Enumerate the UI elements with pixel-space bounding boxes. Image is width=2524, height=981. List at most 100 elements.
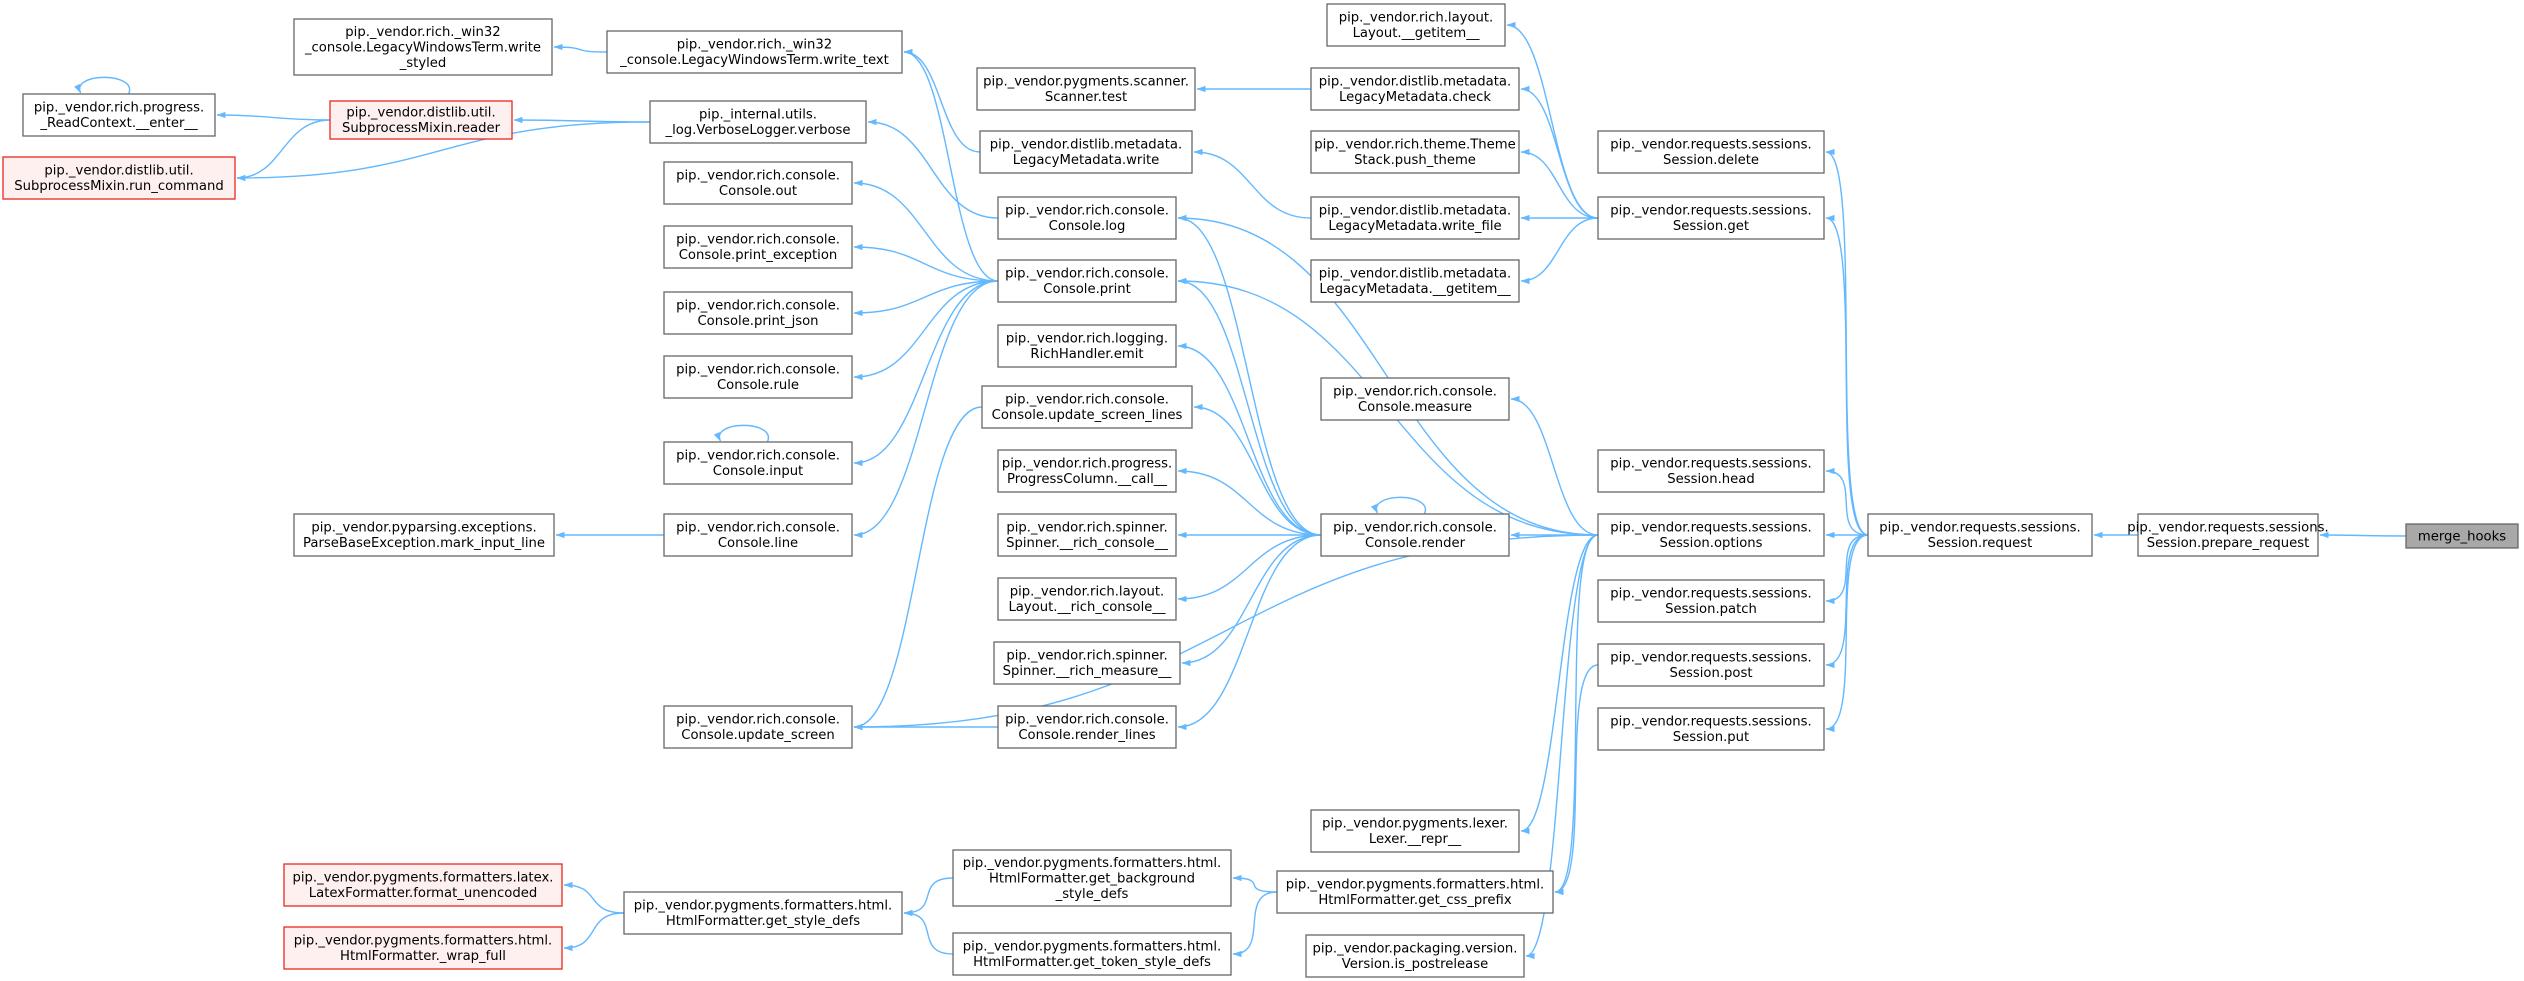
node-get-token-style-defs[interactable]: pip._vendor.pygments.formatters.html.Htm… — [952, 932, 1232, 976]
node-label-line: pip._vendor.pygments.formatters.latex. — [293, 871, 554, 886]
node-layout-getitem[interactable]: pip._vendor.rich.layout.Layout.__getitem… — [1326, 3, 1506, 47]
node-label-line: Layout.__getitem__ — [1353, 26, 1480, 41]
node-options[interactable]: pip._vendor.requests.sessions.Session.op… — [1597, 513, 1825, 557]
node-reader[interactable]: pip._vendor.distlib.util.SubprocessMixin… — [329, 100, 513, 140]
node-label-line: pip._vendor.requests.sessions. — [1610, 204, 1811, 219]
node-wrap-full[interactable]: pip._vendor.pygments.formatters.html.Htm… — [283, 926, 563, 970]
edge-get_style_defs-to-wrap_full — [563, 912, 625, 952]
node-get[interactable]: pip._vendor.requests.sessions.Session.ge… — [1597, 196, 1825, 240]
edge-reader-to-run_command — [236, 119, 331, 182]
node-box — [1867, 513, 2093, 557]
node-console-measure[interactable]: pip._vendor.rich.console.Console.measure — [1320, 377, 1510, 421]
node-prepare-request[interactable]: pip._vendor.requests.sessions.Session.pr… — [2127, 513, 2329, 557]
node-label-line: pip._vendor.rich.spinner. — [1006, 521, 1167, 536]
node-box — [979, 130, 1193, 174]
node-md-write[interactable]: pip._vendor.distlib.metadata.LegacyMetad… — [979, 130, 1193, 174]
edge-options-to-console_measure — [1510, 395, 1599, 536]
node-label-line: HtmlFormatter.get_background — [989, 871, 1195, 886]
node-console-render[interactable]: pip._vendor.rich.console.Console.render — [1320, 513, 1510, 557]
node-update-screen-lines[interactable]: pip._vendor.rich.console.Console.update_… — [981, 385, 1193, 429]
node-box — [997, 513, 1177, 557]
node-label-line: _console.LegacyWindowsTerm.write_text — [619, 53, 889, 68]
node-spinner-rich-measure[interactable]: pip._vendor.rich.spinner.Spinner.__rich_… — [993, 641, 1181, 685]
node-label-line: _ReadContext.__enter__ — [39, 116, 198, 131]
node-box — [952, 932, 1232, 976]
node-label-line: Layout.__rich_console__ — [1008, 600, 1165, 615]
node-md-check[interactable]: pip._vendor.distlib.metadata.LegacyMetad… — [1310, 67, 1520, 111]
node-label-line: pip._vendor.pygments.formatters.html. — [963, 940, 1221, 955]
node-get-style-defs[interactable]: pip._vendor.pygments.formatters.html.Htm… — [623, 891, 903, 935]
node-label-line: pip._vendor.requests.sessions. — [1879, 521, 2080, 536]
node-box — [997, 324, 1177, 368]
node-label-line: Console.render_lines — [1018, 728, 1155, 743]
node-request[interactable]: pip._vendor.requests.sessions.Session.re… — [1867, 513, 2093, 557]
node-box — [2, 156, 236, 200]
node-get-css-prefix[interactable]: pip._vendor.pygments.formatters.html.Htm… — [1276, 870, 1554, 914]
node-latex-format-unencoded[interactable]: pip._vendor.pygments.formatters.latex.La… — [283, 863, 563, 907]
node-box — [1310, 196, 1520, 240]
edge-console_render-to-console_render — [1370, 496, 1427, 515]
node-box — [623, 891, 903, 935]
node-box — [997, 196, 1177, 240]
node-box — [329, 100, 513, 140]
node-console-print[interactable]: pip._vendor.rich.console.Console.print — [997, 259, 1177, 303]
node-label-line: pip._vendor.rich.console. — [1005, 267, 1169, 282]
node-theme-push[interactable]: pip._vendor.rich.theme.ThemeStack.push_t… — [1310, 130, 1520, 174]
node-head[interactable]: pip._vendor.requests.sessions.Session.he… — [1597, 449, 1825, 493]
node-put[interactable]: pip._vendor.requests.sessions.Session.pu… — [1597, 707, 1825, 751]
node-lexer-repr[interactable]: pip._vendor.pygments.lexer.Lexer.__repr_… — [1310, 809, 1520, 853]
edge-console_print-to-console_line — [853, 280, 999, 539]
node-label-line: Console.print — [1043, 282, 1131, 297]
edge-md_write_file-to-md_write — [1193, 148, 1312, 219]
node-label-line: pip._vendor.pygments.formatters.html. — [294, 934, 552, 949]
node-write-styled[interactable]: pip._vendor.rich._win32_console.LegacyWi… — [293, 18, 553, 76]
node-box — [997, 705, 1177, 749]
node-scanner-test[interactable]: pip._vendor.pygments.scanner.Scanner.tes… — [976, 67, 1196, 111]
node-label-line: pip._vendor.pygments.lexer. — [1322, 817, 1508, 832]
node-rich-emit[interactable]: pip._vendor.rich.logging.RichHandler.emi… — [997, 324, 1177, 368]
edge-verbose-to-run_command — [236, 121, 651, 182]
node-mark-input-line[interactable]: pip._vendor.pyparsing.exceptions.ParseBa… — [293, 513, 555, 557]
edge-console_log-to-verbose — [867, 118, 999, 219]
node-progress-call[interactable]: pip._vendor.rich.progress.ProgressColumn… — [997, 449, 1177, 493]
node-patch[interactable]: pip._vendor.requests.sessions.Session.pa… — [1597, 579, 1825, 623]
node-label-line: pip._vendor.rich.console. — [676, 363, 840, 378]
node-console-out[interactable]: pip._vendor.rich.console.Console.out — [663, 161, 853, 205]
node-write-text[interactable]: pip._vendor.rich._win32_console.LegacyWi… — [606, 30, 903, 74]
node-print-exception[interactable]: pip._vendor.rich.console.Console.print_e… — [663, 225, 853, 269]
node-md-write-file[interactable]: pip._vendor.distlib.metadata.LegacyMetad… — [1310, 196, 1520, 240]
edge-read_enter-to-read_enter — [74, 76, 131, 95]
node-console-line[interactable]: pip._vendor.rich.console.Console.line — [663, 513, 853, 557]
edge-request-to-put — [1825, 534, 1869, 733]
node-console-input[interactable]: pip._vendor.rich.console.Console.input — [663, 441, 853, 485]
edge-options-to-version_is_postrelease — [1525, 534, 1599, 960]
node-label-line: Session.delete — [1663, 153, 1759, 168]
node-read-enter[interactable]: pip._vendor.rich.progress._ReadContext._… — [22, 93, 216, 137]
edge-write_text-to-write_styled — [553, 43, 608, 53]
node-verbose[interactable]: pip._internal.utils._log.VerboseLogger.v… — [649, 100, 867, 144]
node-post[interactable]: pip._vendor.requests.sessions.Session.po… — [1597, 643, 1825, 687]
node-label-line: Session.head — [1667, 472, 1754, 487]
node-update-screen[interactable]: pip._vendor.rich.console.Console.update_… — [663, 705, 853, 749]
node-label-line: SubprocessMixin.run_command — [14, 179, 223, 194]
node-label-line: Console.line — [718, 536, 798, 551]
node-spinner-rich-console[interactable]: pip._vendor.rich.spinner.Spinner.__rich_… — [997, 513, 1177, 557]
node-label-line: pip._vendor.pygments.formatters.html. — [963, 856, 1221, 871]
node-get-background-style-defs[interactable]: pip._vendor.pygments.formatters.html.Htm… — [952, 849, 1232, 907]
node-console-log[interactable]: pip._vendor.rich.console.Console.log — [997, 196, 1177, 240]
node-layout-rich-console[interactable]: pip._vendor.rich.layout.Layout.__rich_co… — [997, 577, 1177, 621]
node-box — [1597, 449, 1825, 493]
node-render-lines[interactable]: pip._vendor.rich.console.Console.render_… — [997, 705, 1177, 749]
edge-get-to-layout_getitem — [1506, 21, 1599, 219]
node-delete[interactable]: pip._vendor.requests.sessions.Session.de… — [1597, 130, 1825, 174]
node-version-is-postrelease[interactable]: pip._vendor.packaging.version.Version.is… — [1305, 934, 1525, 978]
node-merge-hooks[interactable]: merge_hooks — [2405, 523, 2519, 549]
edge-console_render-to-console_print — [1177, 277, 1322, 536]
edge-reader-to-read_enter — [216, 111, 331, 121]
node-box — [2405, 523, 2519, 549]
node-run-command[interactable]: pip._vendor.distlib.util.SubprocessMixin… — [2, 156, 236, 200]
node-console-rule[interactable]: pip._vendor.rich.console.Console.rule — [663, 355, 853, 399]
node-md-getitem[interactable]: pip._vendor.distlib.metadata.LegacyMetad… — [1310, 259, 1520, 303]
node-print-json[interactable]: pip._vendor.rich.console.Console.print_j… — [663, 291, 853, 335]
node-box — [1276, 870, 1554, 914]
